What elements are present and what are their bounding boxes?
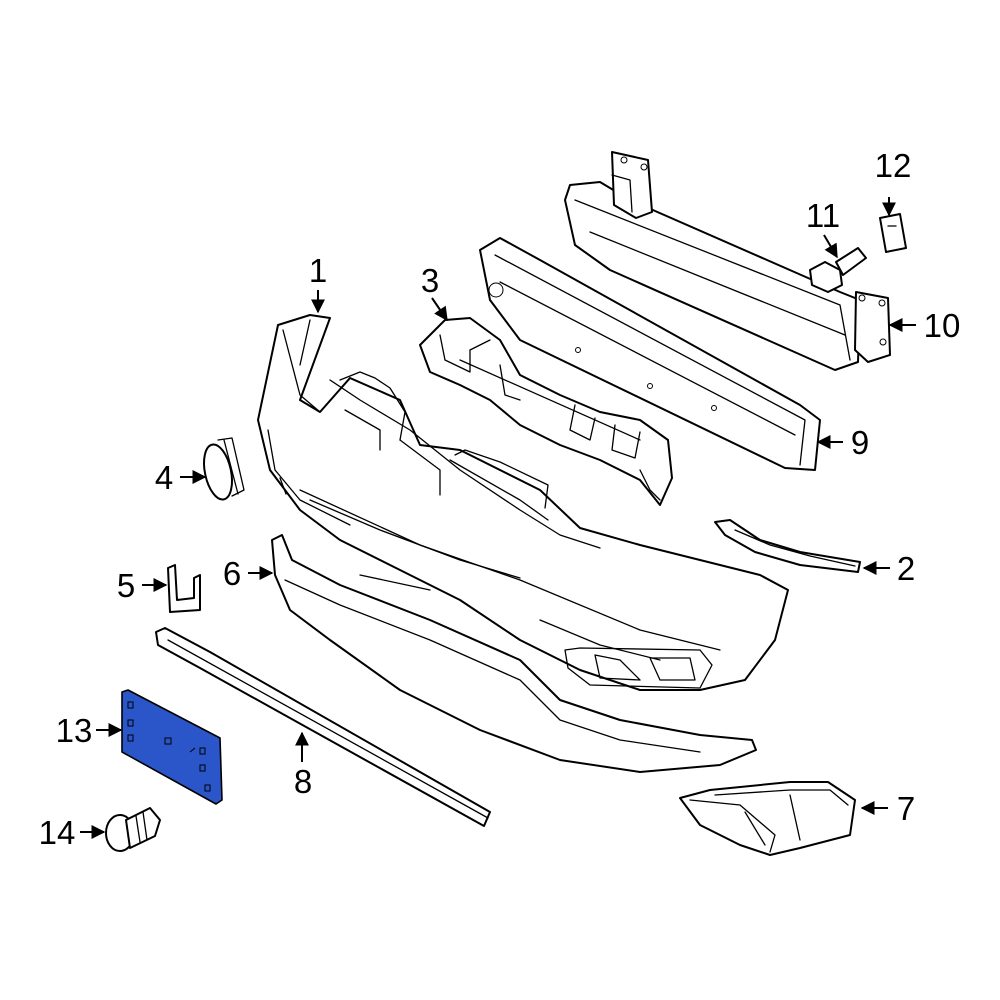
leader-lines: [80, 197, 916, 839]
energy-absorber-part[interactable]: [479, 237, 821, 471]
license-plate-bracket-part[interactable]: [121, 689, 223, 805]
callout-8: 8: [294, 763, 312, 800]
carrier-bracket-part[interactable]: [419, 317, 673, 506]
callout-1: 1: [309, 252, 327, 289]
callout-5: 5: [117, 567, 135, 604]
fog-lamp-bezel-part[interactable]: [679, 781, 856, 856]
callout-11: 11: [806, 197, 840, 234]
screw-part[interactable]: [105, 807, 161, 852]
callout-12: 12: [875, 147, 912, 184]
callout-labels: 1 2 3 4 5 6 7 8 9 10 11 12 13 14: [39, 147, 961, 851]
callout-7: 7: [897, 790, 915, 827]
clip-part[interactable]: [167, 564, 201, 613]
reinforcement-beam-part[interactable]: [564, 151, 891, 371]
callout-6: 6: [223, 555, 241, 592]
callout-13: 13: [56, 712, 93, 749]
callout-9: 9: [851, 424, 869, 461]
callout-14: 14: [39, 814, 76, 851]
tow-hook-cover-part[interactable]: [199, 437, 245, 502]
valance-spoiler-part[interactable]: [271, 534, 757, 773]
bumper-cover-part[interactable]: [257, 314, 789, 691]
callout-3: 3: [421, 262, 439, 299]
callout-2: 2: [897, 550, 915, 587]
bolt-part[interactable]: [809, 247, 867, 293]
callout-10: 10: [924, 307, 961, 344]
nut-part[interactable]: [879, 213, 907, 253]
callout-4: 4: [155, 459, 173, 496]
lower-strip-part[interactable]: [155, 627, 491, 827]
molding-strip-part[interactable]: [714, 519, 861, 573]
